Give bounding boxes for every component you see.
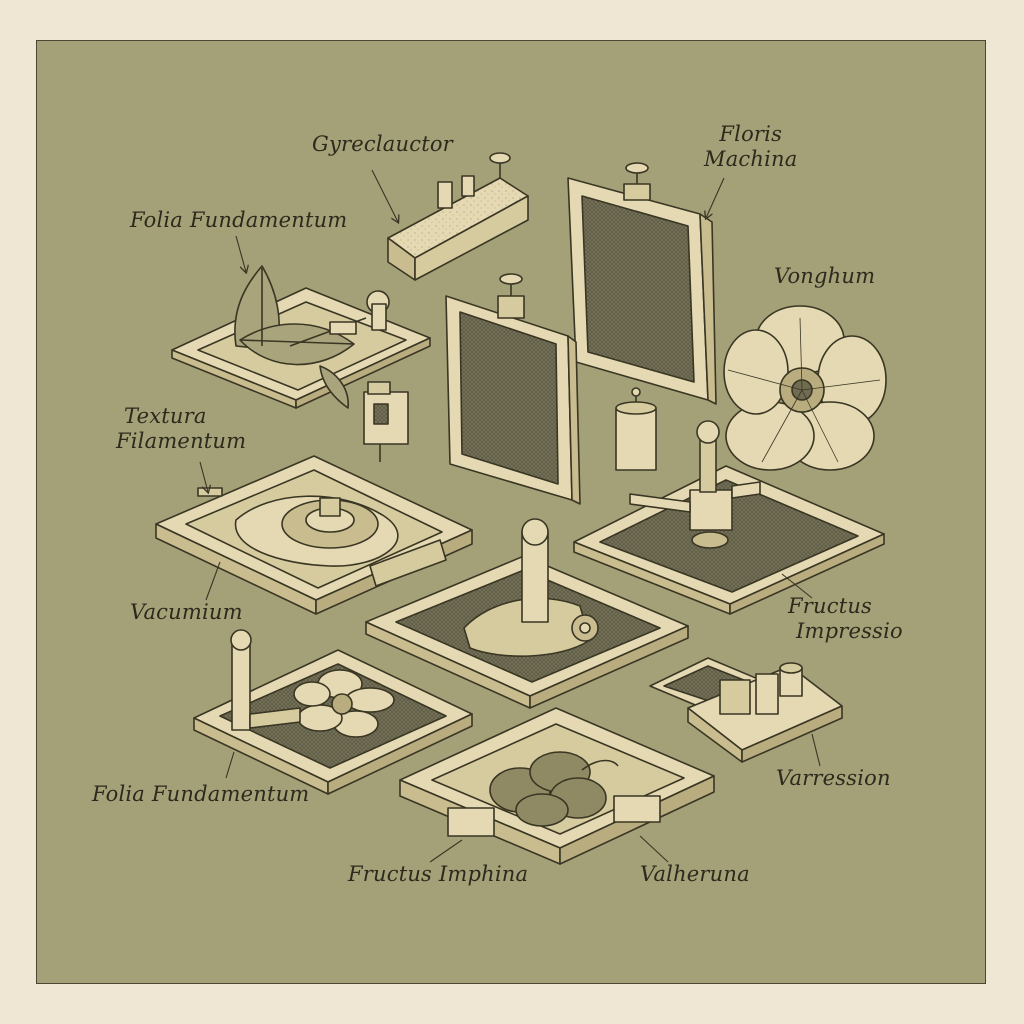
central-mechanism-tray <box>365 518 689 709</box>
label-fructus-imphina: Fructus Imphina <box>348 862 529 886</box>
varression-unit <box>649 657 843 763</box>
folia-fundamentum-tray-top <box>171 265 431 409</box>
vonghum-flower <box>723 305 887 471</box>
label-vacumium: Vacumium <box>130 600 243 624</box>
label-valheruna: Valheruna <box>640 862 750 886</box>
plate-border <box>36 40 986 984</box>
canister <box>615 387 657 471</box>
label-gyreclauctor: Gyreclauctor <box>312 132 453 156</box>
fructus-imphina-tray <box>399 707 715 865</box>
leader-lines <box>199 169 821 863</box>
label-varression: Varression <box>776 766 891 790</box>
label-folia-fundamentum-bottom: Folia Fundamentum <box>92 782 310 806</box>
middle-upright-frame <box>445 273 581 505</box>
gyreclauctor-mechanism <box>387 152 529 281</box>
label-folia-fundamentum-top: Folia Fundamentum <box>130 208 348 232</box>
label-vonghum: Vonghum <box>774 264 876 288</box>
small-pump <box>363 381 409 462</box>
floris-machina-frame <box>567 162 717 405</box>
fructus-impressio-tray <box>573 420 885 615</box>
vacumium-tray <box>155 455 473 615</box>
folia-fundamentum-tray-bottom <box>193 629 473 795</box>
